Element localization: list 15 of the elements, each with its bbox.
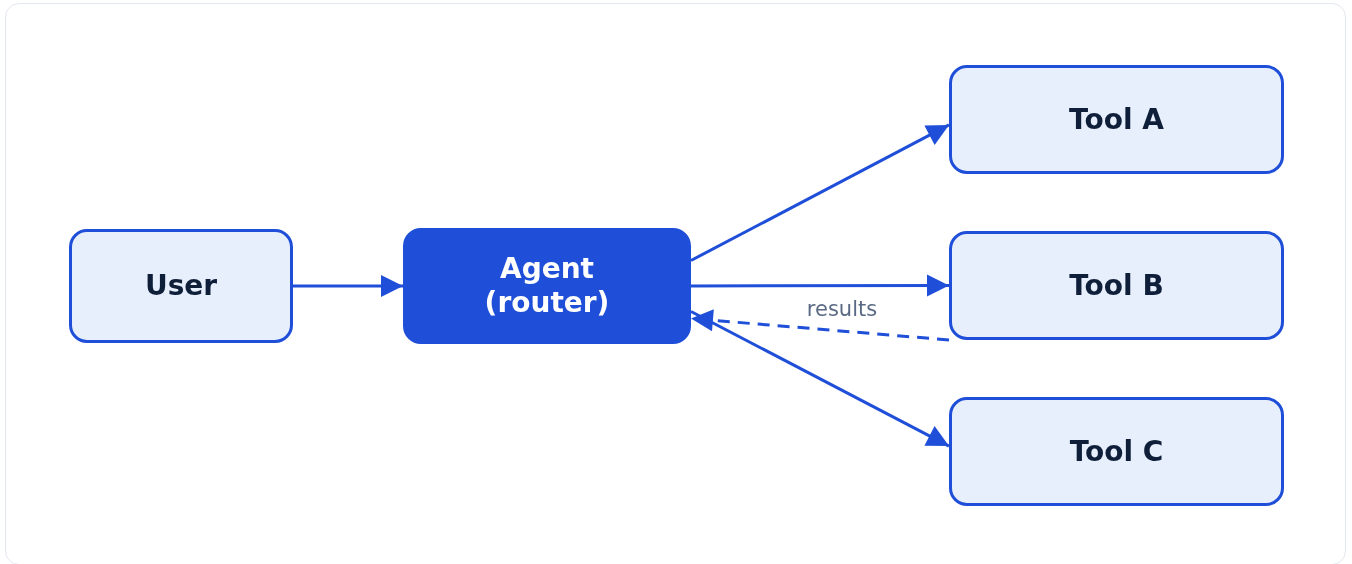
process-box: [949, 65, 1284, 174]
process-box: [949, 231, 1284, 340]
process-box: [69, 229, 293, 343]
node-label: User: [143, 269, 219, 303]
arrow: [690, 123, 950, 262]
arrow: [691, 274, 949, 297]
process-box: [949, 397, 1284, 506]
node-label: Tool A: [1068, 102, 1165, 137]
node-label: Agent (router): [483, 252, 611, 320]
arrow: [293, 275, 403, 297]
arrow: [690, 309, 950, 342]
process-box: [403, 228, 691, 344]
arrow: [690, 310, 950, 448]
node-label: Tool B: [1068, 268, 1165, 303]
node-label: Tool C: [1068, 434, 1165, 469]
